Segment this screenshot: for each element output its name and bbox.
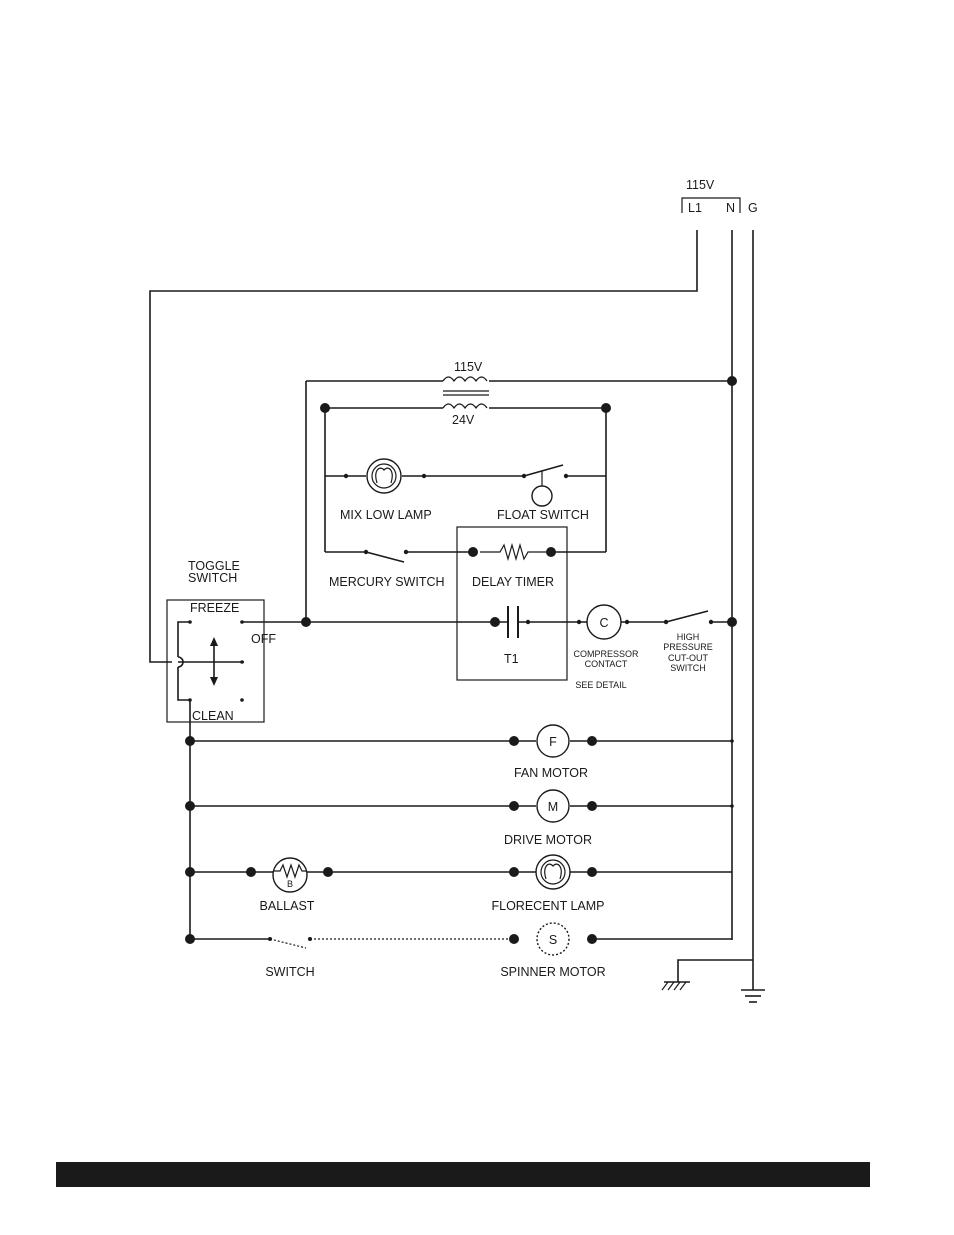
ballast-label: BALLAST <box>260 899 315 913</box>
compressor-contact: C COMPRESSOR CONTACT SEE DETAIL <box>573 605 639 690</box>
delay-timer-label: DELAY TIMER <box>472 575 554 589</box>
high-pressure-label-2: PRESSURE <box>663 642 713 652</box>
lamp-rung: B BALLAST FLORECENT LAMP <box>185 855 732 913</box>
n-label: N <box>726 201 735 215</box>
toggle-switch-box <box>167 600 264 722</box>
supply-voltage-label: 115V <box>686 178 715 192</box>
secondary-left-junction <box>320 403 330 413</box>
compressor-symbol: C <box>599 616 608 630</box>
drive-motor-symbol: M <box>548 800 558 814</box>
freeze-label: FREEZE <box>190 601 239 615</box>
chassis-ground-symbol <box>662 960 753 990</box>
compressor-contact-label-1: COMPRESSOR <box>573 649 639 659</box>
spinner-rung: S SWITCH SPINNER MOTOR <box>185 923 732 979</box>
ballast: B <box>273 858 307 892</box>
spinner-motor-label: SPINNER MOTOR <box>500 965 605 979</box>
t1-label: T1 <box>504 652 519 666</box>
florecent-lamp <box>536 855 570 889</box>
neutral-junction <box>727 376 737 386</box>
high-pressure-label-3: CUT-OUT <box>668 653 708 663</box>
compressor-rung <box>242 606 732 638</box>
transformer-primary-label: 115V <box>454 360 483 374</box>
see-detail-label: SEE DETAIL <box>575 680 626 690</box>
spinner-switch-blade <box>270 939 306 948</box>
l1-wire <box>150 230 697 662</box>
fan-motor-rung: F FAN MOTOR <box>185 725 734 780</box>
secondary-right-junction <box>601 403 611 413</box>
fan-motor-symbol: F <box>549 735 557 749</box>
g-label: G <box>748 201 758 215</box>
ground-symbol <box>741 990 765 1002</box>
fan-motor-label: FAN MOTOR <box>514 766 588 780</box>
high-pressure-cutout-switch: HIGH PRESSURE CUT-OUT SWITCH <box>663 611 737 673</box>
mercury-switch-label: MERCURY SWITCH <box>329 575 445 589</box>
power-supply-header: 115V L1 N G <box>682 178 758 215</box>
primary-coil <box>443 377 487 381</box>
delay-timer-resistor <box>480 545 551 559</box>
mix-low-lamp: MIX LOW LAMP <box>340 459 432 522</box>
ballast-symbol: B <box>287 879 293 889</box>
high-pressure-label-4: SWITCH <box>670 663 706 673</box>
off-label: OFF <box>251 632 276 646</box>
mix-low-lamp-label: MIX LOW LAMP <box>340 508 432 522</box>
florecent-lamp-label: FLORECENT LAMP <box>492 899 605 913</box>
switch-label: SWITCH <box>265 965 314 979</box>
drive-motor-rung: M DRIVE MOTOR <box>185 790 734 847</box>
footer-bar <box>56 1162 870 1187</box>
transformer-secondary-label: 24V <box>452 413 475 427</box>
clean-label: CLEAN <box>192 709 234 723</box>
mercury-switch: MERCURY SWITCH <box>329 550 445 589</box>
secondary-coil <box>443 404 487 408</box>
l1-label: L1 <box>688 201 702 215</box>
drive-motor-label: DRIVE MOTOR <box>504 833 592 847</box>
toggle-switch: TOGGLE SWITCH FREEZE OFF CLEAN <box>167 559 276 939</box>
toggle-switch-label-2: SWITCH <box>188 571 237 585</box>
spinner-motor-symbol: S <box>549 933 557 947</box>
float-switch: FLOAT SWITCH <box>497 465 589 522</box>
high-pressure-label-1: HIGH <box>677 632 700 642</box>
delay-timer: DELAY TIMER T1 <box>457 527 567 680</box>
compressor-contact-label-2: CONTACT <box>585 659 628 669</box>
float-switch-label: FLOAT SWITCH <box>497 508 589 522</box>
